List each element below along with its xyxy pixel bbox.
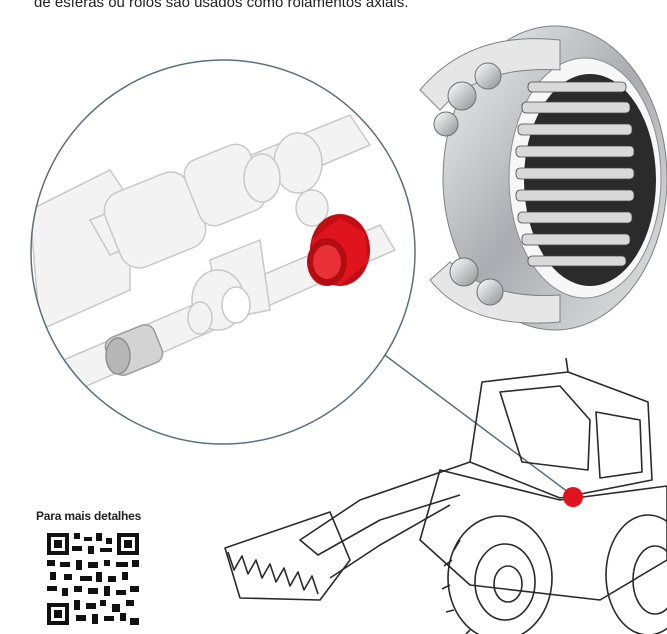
qr-title: Para mais detalhes [36, 509, 142, 523]
qr-code-icon [47, 533, 139, 625]
location-marker [563, 487, 583, 507]
bearing-illustration [419, 25, 667, 331]
highlighted-needle-bearing [307, 214, 370, 286]
caption-text: de esferas ou rolos são usados como rola… [34, 0, 409, 11]
callout-line [377, 349, 569, 493]
zoom-circle [30, 59, 416, 445]
